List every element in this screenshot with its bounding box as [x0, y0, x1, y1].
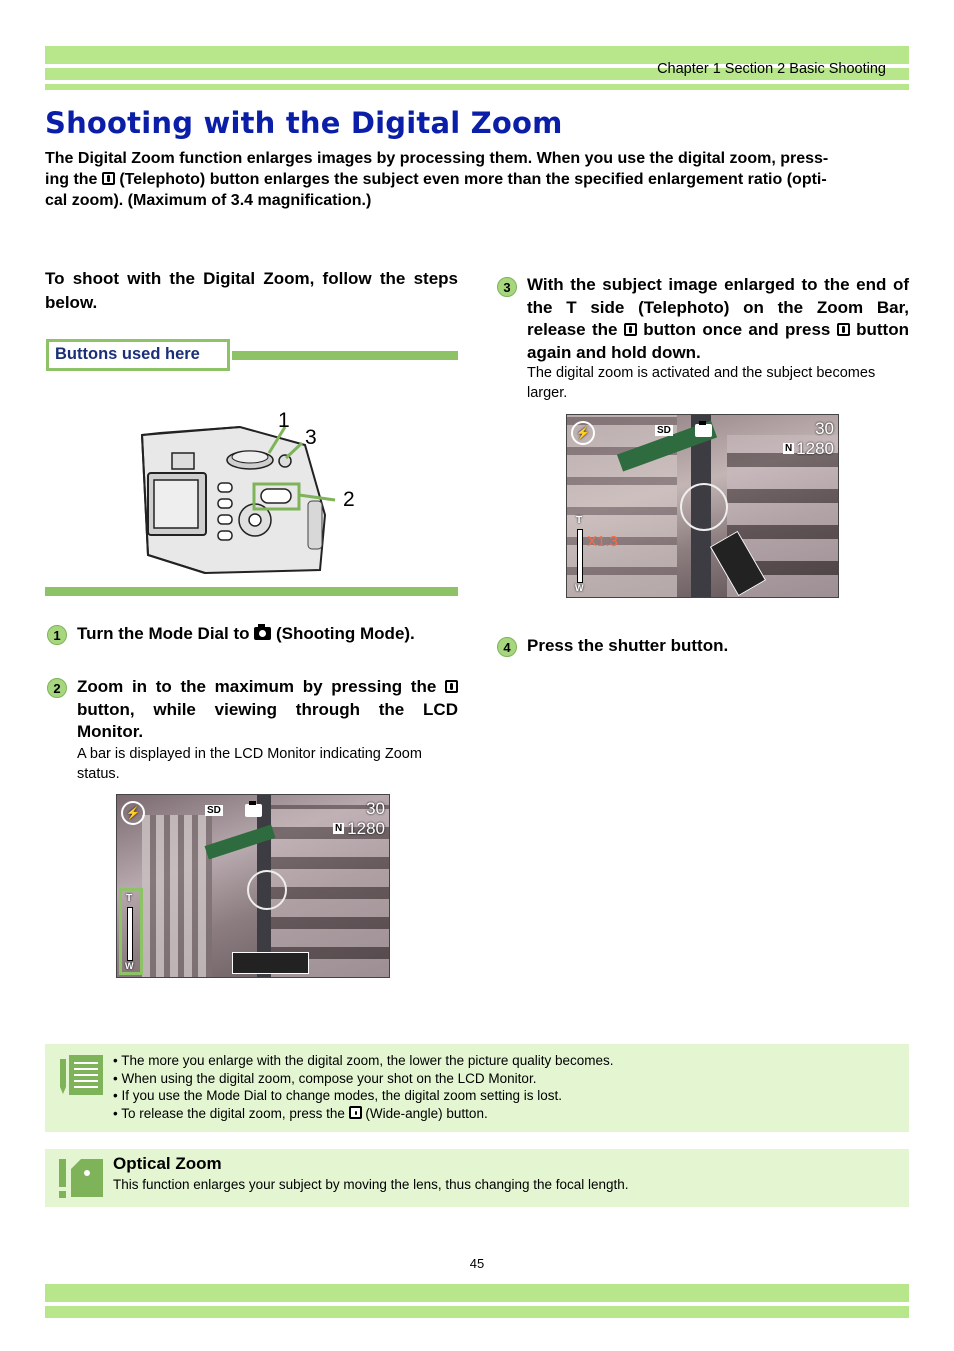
- buttons-used-label: Buttons used here: [46, 339, 230, 371]
- zoom-bar: [577, 529, 583, 583]
- shots-remaining: 30: [815, 419, 834, 438]
- header-bar-thin: [45, 84, 909, 90]
- step-1-text-a: Turn the Mode Dial to: [77, 624, 250, 643]
- buttons-used-rule: [232, 351, 458, 360]
- page-title: Shooting with the Digital Zoom: [45, 106, 563, 140]
- telephoto-icon: [623, 323, 637, 336]
- building-columns: [142, 815, 212, 977]
- zoom-bar-w: W: [575, 583, 584, 593]
- intro-line-2a: ing the: [45, 171, 98, 188]
- shooting-mode-icon: [245, 801, 262, 821]
- step-1-badge: 1: [47, 625, 67, 645]
- lcd-image-digital-zoom: ⚡ SD 30 N 1280 T W X1.3: [566, 414, 839, 598]
- lcd-image-zoom-bar: ⚡ SD 30 N 1280 T W: [116, 794, 390, 978]
- step-2-text-a: Zoom in to the maximum by pressing the: [77, 677, 437, 696]
- notes-list: • The more you enlarge with the digital …: [113, 1052, 614, 1122]
- sd-indicator: SD: [205, 805, 223, 816]
- section-rule: [45, 587, 458, 596]
- camera-icon: [254, 624, 272, 640]
- page-number: 45: [469, 1256, 485, 1271]
- step-3-badge: 3: [497, 277, 517, 297]
- intro-line-3: cal zoom). (Maximum of 3.4 magnification…: [45, 192, 372, 209]
- tip-icon: [59, 1159, 103, 1198]
- footer-bar-top: [45, 1284, 909, 1302]
- callout-1: 1: [278, 409, 290, 432]
- step-3-sub: The digital zoom is activated and the su…: [527, 365, 876, 401]
- zoom-bar-t: T: [126, 893, 133, 904]
- step-4-badge: 4: [497, 637, 517, 657]
- telephoto-icon: [445, 680, 458, 693]
- header-bar-mid: [45, 68, 909, 80]
- flash-icon: ⚡: [571, 421, 595, 445]
- step-3-text: With the subject image enlarged to the e…: [527, 274, 909, 364]
- shots-remaining: 30: [366, 799, 385, 818]
- zoom-bar-t: T: [576, 515, 583, 526]
- wide-angle-icon: [348, 1105, 362, 1119]
- camera-illustration: [140, 425, 336, 575]
- focus-frame: [680, 483, 728, 531]
- note-item: • The more you enlarge with the digital …: [113, 1053, 614, 1068]
- step-2-badge: 2: [47, 678, 67, 698]
- focus-frame: [247, 870, 287, 910]
- step-3-text-a: With the subject image enlarged to the e…: [527, 275, 909, 339]
- step-1-text: Turn the Mode Dial to (Shooting Mode).: [77, 623, 462, 646]
- zoom-bar-w: W: [125, 961, 134, 971]
- note-item: • When using the digital zoom, compose y…: [113, 1070, 537, 1086]
- zoom-bar: [127, 907, 133, 961]
- step-1-text-b: (Shooting Mode).: [275, 624, 415, 643]
- note-item: • To release the digital zoom, press the…: [113, 1105, 614, 1123]
- note-last-b: (Wide-angle) button.: [365, 1105, 488, 1121]
- image-size: 1280: [796, 439, 834, 458]
- intro-line-2b: (Telephoto) button enlarges the subject …: [119, 171, 827, 188]
- notes-box: [45, 1044, 909, 1132]
- zoom-ratio: X1.3: [587, 533, 618, 550]
- footer-bar-bottom: [45, 1306, 909, 1318]
- quality-indicator: N: [333, 823, 345, 834]
- step-3-text-c: button again and hold down.: [527, 320, 909, 362]
- quality-indicator: N: [783, 443, 795, 454]
- memo-icon: [60, 1055, 103, 1095]
- chapter-label: Chapter 1 Section 2 Basic Shooting: [657, 61, 886, 77]
- intro-paragraph: The Digital Zoom function enlarges image…: [45, 148, 909, 211]
- callout-2: 2: [343, 488, 355, 511]
- note-item: • If you use the Mode Dial to change mod…: [113, 1088, 562, 1104]
- intro-line-1: The Digital Zoom function enlarges image…: [45, 150, 829, 167]
- zoom-bar-highlight: [119, 888, 143, 975]
- one-way-sign: [232, 952, 309, 974]
- shooting-mode-icon: [695, 421, 712, 441]
- image-size: 1280: [347, 819, 385, 838]
- flash-icon: ⚡: [121, 801, 145, 825]
- header-bar-top: [45, 46, 909, 64]
- telephoto-icon: [836, 323, 850, 336]
- intro-line-2: ing the (Telephoto) button enlarges the …: [45, 169, 909, 190]
- step-2-text: Zoom in to the maximum by pressing the b…: [77, 676, 458, 744]
- lead-text: To shoot with the Digital Zoom, follow t…: [45, 269, 458, 312]
- step-2-text-b: button, while viewing through the LCD Mo…: [77, 699, 458, 742]
- sd-indicator: SD: [655, 425, 673, 436]
- step-4-text: Press the shutter button.: [527, 636, 729, 655]
- telephoto-icon: [101, 172, 115, 185]
- step-2-sub: A bar is displayed in the LCD Monitor in…: [77, 746, 422, 782]
- building-windows: [267, 805, 389, 977]
- step-3-text-b: button once and press: [643, 320, 831, 339]
- tip-box: [45, 1149, 909, 1207]
- callout-3: 3: [305, 426, 317, 449]
- tip-title: Optical Zoom: [113, 1154, 222, 1173]
- note-last-a: • To release the digital zoom, press the: [113, 1105, 345, 1121]
- tip-text: This function enlarges your subject by m…: [113, 1177, 629, 1192]
